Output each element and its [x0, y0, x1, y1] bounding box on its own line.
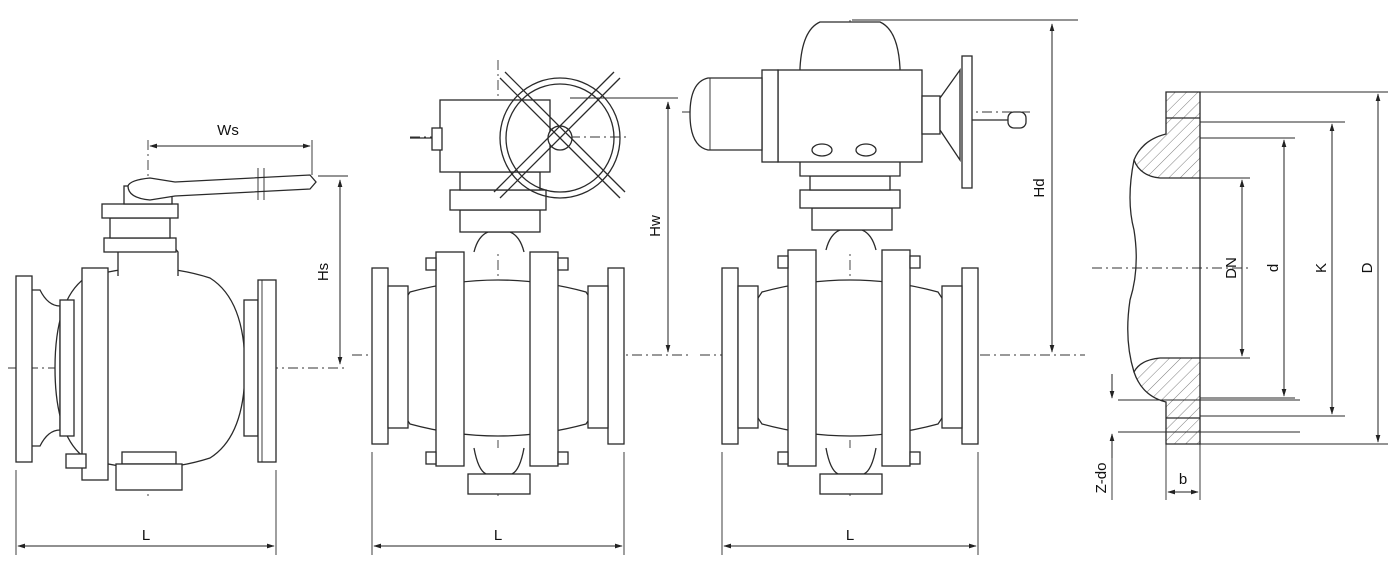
gear-operated-valve-view [352, 60, 690, 555]
dim-label-k: K [1313, 263, 1330, 273]
dim-label-ws: Ws [217, 122, 239, 139]
dim-label-hs: Hs [315, 263, 332, 281]
dim-label-d-small: d [1265, 264, 1282, 272]
dim-label-dn: DN [1223, 257, 1240, 279]
flange-section-view [1092, 91, 1388, 500]
dim-label-b: b [1179, 471, 1187, 488]
dim-label-hw: Hw [647, 215, 664, 237]
dim-label-l-electric: L [846, 527, 854, 544]
electric-actuator-valve-view [682, 19, 1085, 555]
dim-label-l-gear: L [494, 527, 502, 544]
dim-label-zdo: Z-do [1093, 463, 1110, 494]
dim-label-hd: Hd [1031, 178, 1048, 197]
dim-label-l-lever: L [142, 527, 150, 544]
lever-operated-valve-view [8, 140, 348, 555]
dim-label-d-big: D [1359, 262, 1376, 273]
